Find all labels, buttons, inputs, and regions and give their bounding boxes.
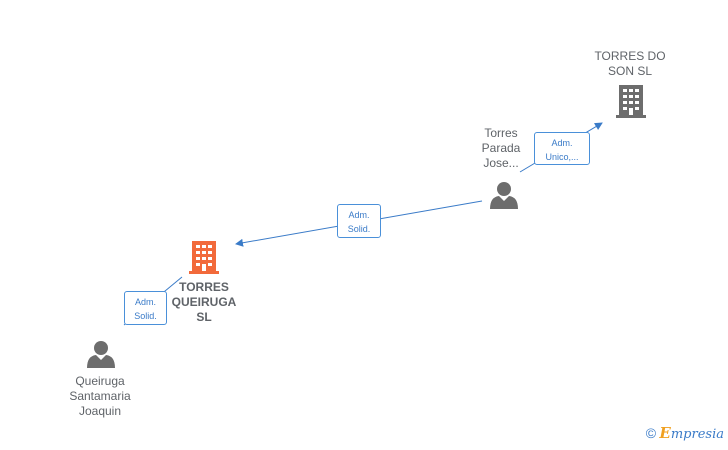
person-icon[interactable] <box>490 182 518 209</box>
brand-logo-text: mpresia <box>670 427 724 442</box>
brand-logo-initial: E <box>659 424 671 442</box>
node-label-queiruga-santamaria[interactable]: Queiruga Santamaria Joaquin <box>69 374 131 418</box>
person-icon[interactable] <box>87 341 115 368</box>
node-label-torres-parada[interactable]: Torres Parada Jose... <box>481 126 521 170</box>
building-icon[interactable] <box>189 241 219 274</box>
empresia-watermark: © Empresia <box>646 424 724 442</box>
edge-label-adm-solid[interactable]: Adm. Solid. <box>337 204 381 238</box>
node-label-torres-queiruga[interactable]: TORRES QUEIRUGA SL <box>171 280 237 324</box>
node-label-torres-do-son[interactable]: TORRES DO SON SL <box>594 49 666 78</box>
edge-label-adm-unico[interactable]: Adm. Unico,... <box>534 132 590 165</box>
building-icon[interactable] <box>616 85 646 118</box>
edge-label-adm-solid[interactable]: Adm. Solid. <box>124 291 167 325</box>
copyright-icon: © <box>645 425 657 441</box>
